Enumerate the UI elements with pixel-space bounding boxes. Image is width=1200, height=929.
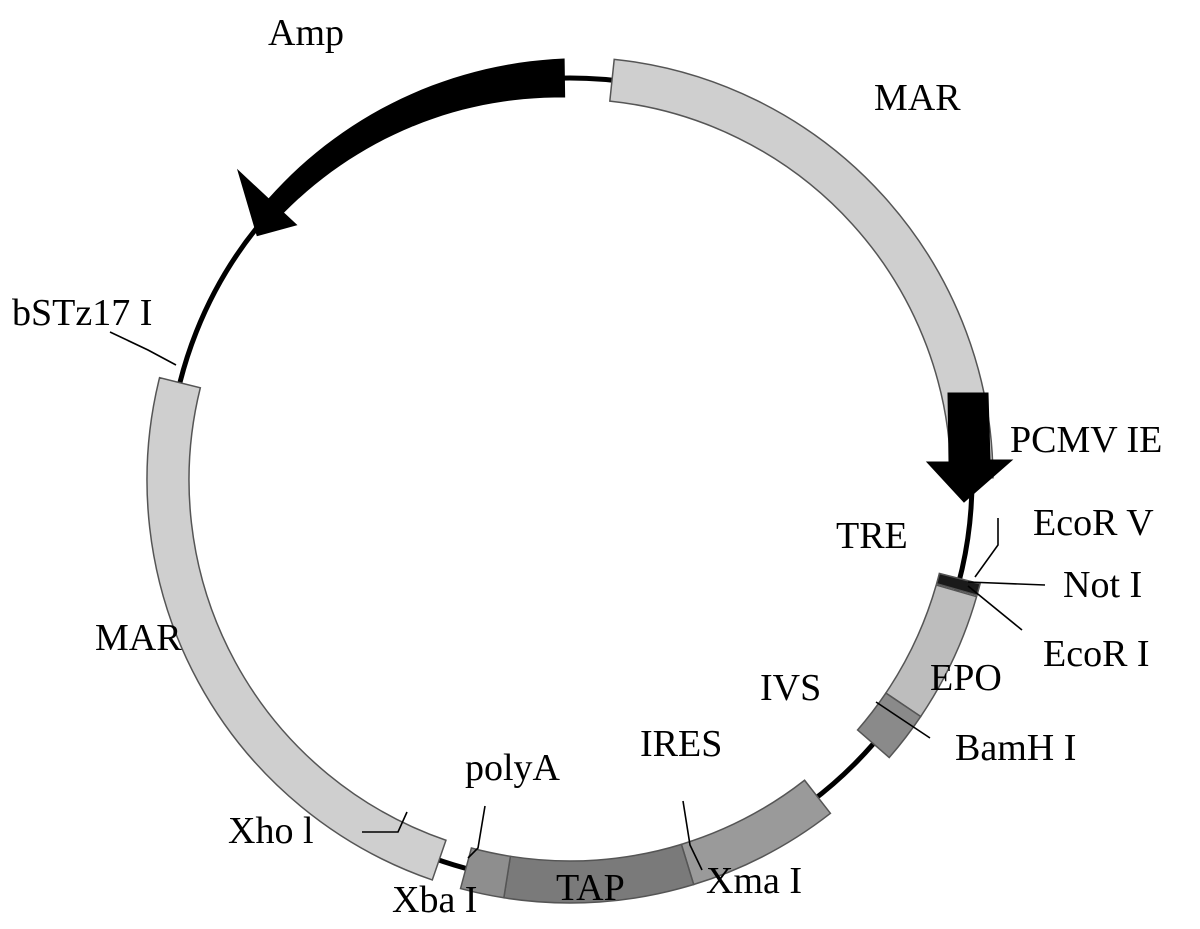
feature-segments bbox=[146, 58, 994, 904]
xbai-leader-line bbox=[467, 805, 486, 859]
ivs-segment bbox=[856, 692, 922, 759]
label-pcmv: PCMV IE bbox=[1010, 419, 1162, 461]
label-mar-left: MAR bbox=[95, 617, 182, 659]
xhoi-leader-line bbox=[362, 811, 408, 833]
tre-segment bbox=[935, 572, 981, 597]
label-ivs: IVS bbox=[760, 667, 821, 709]
ecori-leader-line bbox=[967, 585, 1023, 631]
label-ires: IRES bbox=[640, 723, 722, 765]
xmai-leader-line bbox=[682, 800, 703, 871]
label-xhoi: Xho l bbox=[228, 810, 314, 852]
label-amp: Amp bbox=[268, 12, 344, 54]
label-xbai: Xba I bbox=[392, 879, 477, 921]
bamhi-leader-line bbox=[875, 701, 931, 739]
label-mar-top: MAR bbox=[874, 77, 961, 119]
label-noti: Not I bbox=[1063, 564, 1142, 606]
noti-leader-line bbox=[967, 581, 1046, 586]
ecorv-leader-line bbox=[974, 518, 999, 578]
pcmv-arrow bbox=[925, 392, 1014, 503]
bstz17i-leader-line bbox=[109, 331, 177, 366]
label-tap: TAP bbox=[556, 867, 625, 909]
label-bamhi: BamH I bbox=[955, 727, 1076, 769]
label-tre: TRE bbox=[836, 515, 908, 557]
polya-segment bbox=[459, 847, 512, 899]
mar-top-segment bbox=[609, 58, 994, 479]
label-ecori: EcoR I bbox=[1043, 633, 1150, 675]
amp-arrow bbox=[236, 58, 566, 237]
label-bstz17i: bSTz17 I bbox=[12, 292, 152, 334]
label-ecorv: EcoR V bbox=[1033, 502, 1154, 544]
site-leader-lines bbox=[109, 331, 1046, 871]
label-polya: polyA bbox=[465, 747, 561, 789]
mar-left-segment bbox=[146, 376, 447, 881]
label-xmai: Xma I bbox=[706, 860, 802, 902]
label-epo: EPO bbox=[930, 657, 1002, 699]
